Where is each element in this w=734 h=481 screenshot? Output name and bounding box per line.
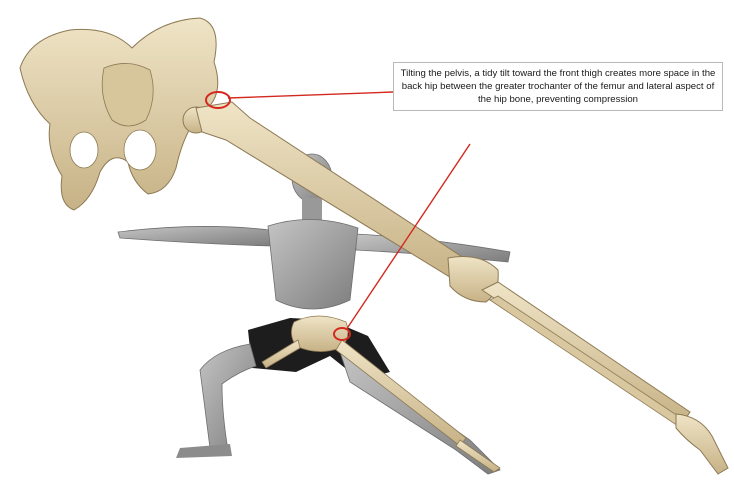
front-leg (200, 344, 256, 450)
femur-illustration (183, 102, 728, 474)
callout-text: Tilting the pelvis, a tidy tilt toward t… (401, 68, 716, 105)
torso (268, 219, 358, 309)
leader-line-large (228, 92, 393, 98)
front-foot (176, 444, 232, 458)
annotation-callout: Tilting the pelvis, a tidy tilt toward t… (393, 62, 723, 111)
left-arm (118, 226, 272, 246)
